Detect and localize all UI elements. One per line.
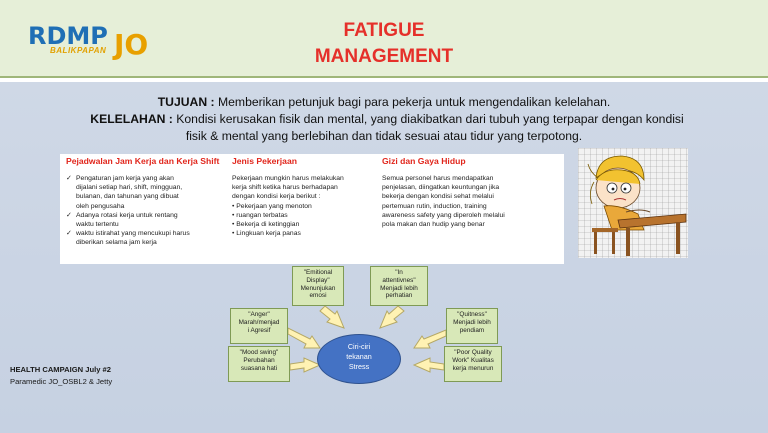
kelelahan-line2: fisik & mental yang berlebihan dan tidak… xyxy=(185,129,583,143)
page-title-line2: MANAGEMENT xyxy=(314,46,454,67)
check-mark-icon: ✓ xyxy=(66,230,72,238)
anger-box: "Anger" Marah/menjad i Agresif xyxy=(230,308,288,344)
column-jadwal: Pejadwalan Jam Kerja dan Kerja Shift ✓ P… xyxy=(66,154,226,248)
box-line: "Emitional xyxy=(303,269,333,276)
box-line: i Agresif xyxy=(247,326,271,334)
jadwal-list: ✓ Pengaturan jam kerja yang akan dijalan… xyxy=(66,174,226,248)
mood-swing-box: "Mood swing" Perubahan suasana hati xyxy=(228,346,290,382)
jenis-body: Pekerjaan mungkin harus melakukan kerja … xyxy=(232,174,380,238)
header-banner: RDMP BALIKPAPAN JO FATIGUE MANAGEMENT xyxy=(0,0,768,78)
gizi-line: penjelasan, diingatkan keuntungan jika xyxy=(382,184,500,192)
stress-signs-ellipse: Ciri-ciri tekanan Stress xyxy=(317,334,401,384)
box-line: emosi xyxy=(309,292,327,300)
gizi-line: bekerja dengan kondisi sehat melalui xyxy=(382,193,494,201)
list-item-line: waktu tertentu xyxy=(76,221,119,229)
gizi-body: Semua personel harus mendapatkan penjela… xyxy=(382,174,558,229)
box-line: suasana hati xyxy=(240,364,278,372)
poor-quality-work-box: "Poor Quality Work" Kualitas kerja menur… xyxy=(444,346,502,382)
column-gizi: Gizi dan Gaya Hidup Semua personel harus… xyxy=(382,154,558,229)
box-line: perhatian xyxy=(385,292,413,300)
kelelahan-label: KELELAHAN : xyxy=(90,112,173,126)
campaign-label: HEALTH CAMPAIGN July #2 xyxy=(10,365,111,374)
quitness-box: "Quitness" Menjadi lebih pendiam xyxy=(446,308,498,344)
center-line: Stress xyxy=(348,362,370,371)
info-panel: Pejadwalan Jam Kerja dan Kerja Shift ✓ P… xyxy=(60,154,564,264)
logo-suffix: JO xyxy=(114,28,149,61)
list-item: ✓ Pengaturan jam kerja yang akan dijalan… xyxy=(66,174,226,211)
tujuan-line: TUJUAN : Memberikan petunjuk bagi para p… xyxy=(0,94,768,111)
jenis-intro: kerja shift ketika harus berhadapan xyxy=(232,184,338,192)
inattentiveness-box: "In attentivnes" Menjadi lebih perhatian xyxy=(370,266,428,306)
list-item-line: waktu istirahat yang mencukupi harus xyxy=(76,230,190,238)
logo-brand: RDMP xyxy=(28,22,108,50)
jenis-heading: Jenis Pekerjaan xyxy=(232,156,297,166)
list-item-line: bulanan, dan tahunan yang dibuat xyxy=(76,193,179,201)
box-line: Menjadi lebih xyxy=(453,318,491,326)
goal-section: TUJUAN : Memberikan petunjuk bagi para p… xyxy=(0,94,768,145)
credit-label: Paramedic JO_OSBL2 & Jetty xyxy=(10,377,113,386)
box-line: "Anger" xyxy=(248,311,270,318)
list-item: • Bekerja di ketinggian xyxy=(232,221,300,229)
logo-sub: BALIKPAPAN xyxy=(50,46,107,55)
jenis-intro: Pekerjaan mungkin harus melakukan xyxy=(232,175,344,182)
kelelahan-line: KELELAHAN : Kondisi kerusakan fisik dan … xyxy=(0,111,768,128)
box-line: Menjadi lebih xyxy=(380,284,418,292)
list-item: • Pekerjaan yang menoton xyxy=(232,202,312,210)
gizi-line: awareness safety yang diperoleh melalui xyxy=(382,211,505,219)
box-line: Marah/menjad xyxy=(238,318,280,326)
center-line: Ciri-ciri xyxy=(347,342,371,351)
rdmp-jo-logo: RDMP BALIKPAPAN JO xyxy=(28,22,158,61)
box-line: pendiam xyxy=(459,326,485,334)
page-title-line1: FATIGUE xyxy=(343,20,425,41)
list-item: • ruangan terbatas xyxy=(232,211,288,219)
list-item-line: Adanya rotasi kerja untuk rentang xyxy=(76,211,178,219)
center-line: tekanan xyxy=(346,352,372,361)
gizi-line: pola makan dan hudip yang benar xyxy=(382,221,485,229)
jenis-intro: dengan kondisi kerja berikut : xyxy=(232,193,321,201)
box-line: "Quitness" xyxy=(457,311,487,318)
box-line: Work" Kualitas xyxy=(452,356,494,364)
gizi-heading: Gizi dan Gaya Hidup xyxy=(382,156,466,166)
check-mark-icon: ✓ xyxy=(66,211,72,219)
jadwal-heading: Pejadwalan Jam Kerja dan Kerja Shift xyxy=(66,156,220,166)
tired-student-illustration xyxy=(578,148,688,258)
box-line: Display" xyxy=(306,276,330,284)
box-line: "In xyxy=(395,269,403,276)
box-line: kerja menurun xyxy=(452,364,494,372)
kelelahan-text1: Kondisi kerusakan fisik dan mental, yang… xyxy=(176,112,684,126)
emotional-display-box: "Emitional Display" Menunjukan emosi xyxy=(292,266,344,306)
list-item: • Lingkuan kerja panas xyxy=(232,230,301,238)
jenis-list: • Pekerjaan yang menoton • ruangan terba… xyxy=(232,202,380,239)
gizi-line: pertemuan rutin, induction, training xyxy=(382,202,487,210)
main-content: TUJUAN : Memberikan petunjuk bagi para p… xyxy=(0,82,768,433)
list-item: ✓ Adanya rotasi kerja untuk rentang wakt… xyxy=(66,211,226,229)
list-item-line: dijalani setiap hari, shift, mingguan, xyxy=(76,184,183,192)
box-line: Perubahan xyxy=(243,356,275,364)
list-item-line: diberikan selama jam kerja xyxy=(76,239,157,247)
gizi-line: Semua personel harus mendapatkan xyxy=(382,175,494,182)
tujuan-text: Memberikan petunjuk bagi para pekerja un… xyxy=(217,95,611,109)
column-jenis: Jenis Pekerjaan Pekerjaan mungkin harus … xyxy=(232,154,380,238)
box-line: "Mood swing" xyxy=(239,349,279,356)
box-line: attentivnes" xyxy=(382,276,416,284)
list-item-line: oleh pengusaha xyxy=(76,202,125,210)
tujuan-label: TUJUAN : xyxy=(157,95,215,109)
check-mark-icon: ✓ xyxy=(66,175,72,182)
list-item: ✓ waktu istirahat yang mencukupi harus d… xyxy=(66,229,226,247)
list-item-line: Pengaturan jam kerja yang akan xyxy=(76,175,174,182)
box-line: "Poor Quality xyxy=(454,349,492,356)
box-line: Menunjukan xyxy=(300,284,336,292)
